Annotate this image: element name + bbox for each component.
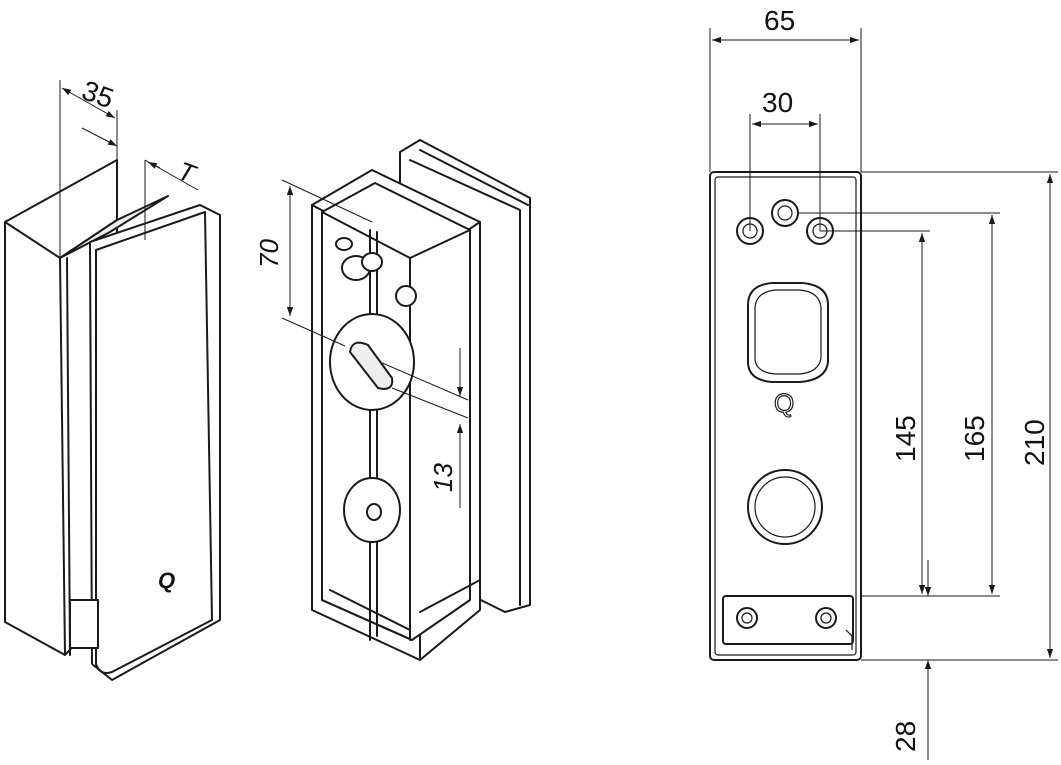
upper-slot (349, 341, 394, 390)
dim-65: 65 (709, 5, 862, 172)
dim-70-label: 70 (254, 239, 284, 268)
front-cover (89, 204, 221, 681)
front-view: Q (709, 171, 862, 661)
dim-13-label: 13 (428, 463, 458, 492)
dim-210-label: 210 (1019, 419, 1050, 466)
dim-210: 210 (861, 171, 1058, 661)
iso-logo: Q (158, 568, 175, 593)
dim-35-label: 35 (78, 75, 118, 115)
dim-28: 28 (890, 560, 932, 760)
top-hole (771, 199, 799, 227)
dim-65-label: 65 (764, 5, 795, 36)
dim-T-label: T (174, 155, 201, 189)
iso-view-closed: Q (4, 159, 221, 681)
dim-13: 13 (379, 348, 469, 508)
dim-28-label: 28 (890, 721, 921, 752)
dim-165: 165 (798, 212, 1000, 594)
dim-145-label: 145 (890, 415, 921, 462)
upper-cutout (747, 282, 829, 383)
dim-70: 70 (254, 179, 373, 347)
front-logo: Q (774, 388, 794, 418)
bottom-plate (722, 595, 854, 650)
lower-cutout (747, 469, 823, 545)
dim-30-label: 30 (762, 87, 793, 118)
dim-165-label: 165 (959, 415, 990, 462)
iso-view-open (311, 139, 531, 661)
dim-30: 30 (749, 87, 821, 231)
dim-145: 145 (820, 230, 1000, 597)
